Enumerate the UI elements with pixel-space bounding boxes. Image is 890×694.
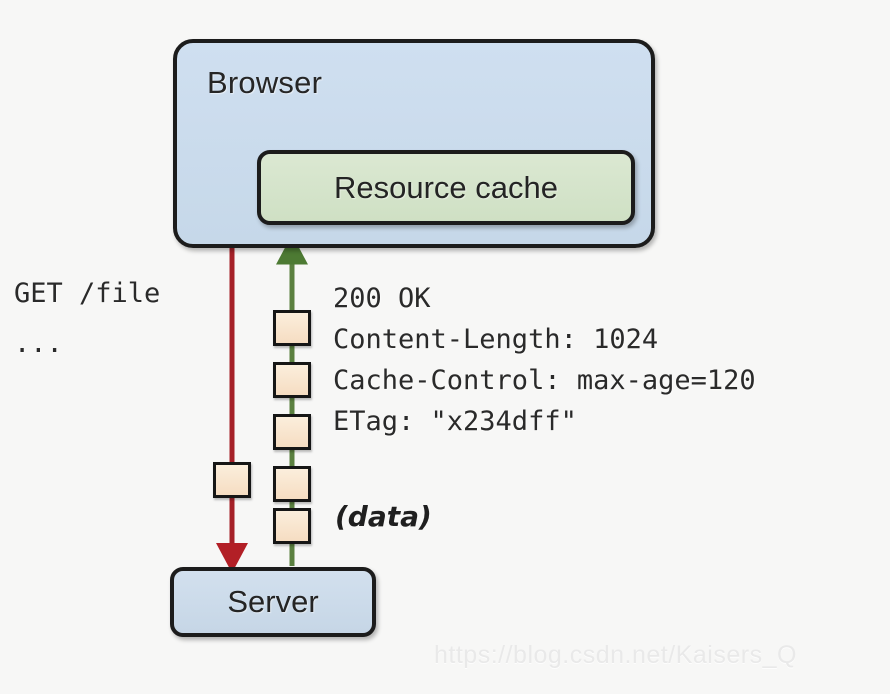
response-body-label: (data) bbox=[335, 500, 432, 533]
response-header-etag: ETag: "x234dff" bbox=[333, 406, 577, 437]
request-line-ellipsis: ... bbox=[14, 328, 63, 359]
response-packet bbox=[273, 310, 311, 346]
resource-cache-node: Resource cache bbox=[257, 150, 635, 225]
response-packet bbox=[273, 362, 311, 398]
browser-label: Browser bbox=[207, 65, 323, 100]
response-header-cache-control: Cache-Control: max-age=120 bbox=[333, 365, 756, 396]
server-node: Server bbox=[170, 567, 376, 637]
response-headers-block: 200 OK Content-Length: 1024 Cache-Contro… bbox=[333, 278, 756, 442]
request-line-method: GET /file bbox=[14, 278, 161, 309]
response-packet bbox=[273, 414, 311, 450]
response-status-line: 200 OK bbox=[333, 283, 431, 314]
watermark-text: https://blog.csdn.net/Kaisers_Q bbox=[434, 641, 797, 669]
response-packet bbox=[273, 466, 311, 502]
response-header-content-length: Content-Length: 1024 bbox=[333, 324, 659, 355]
response-packet bbox=[273, 508, 311, 544]
server-label: Server bbox=[227, 584, 319, 619]
request-packet bbox=[213, 462, 251, 498]
resource-cache-label: Resource cache bbox=[333, 169, 558, 205]
